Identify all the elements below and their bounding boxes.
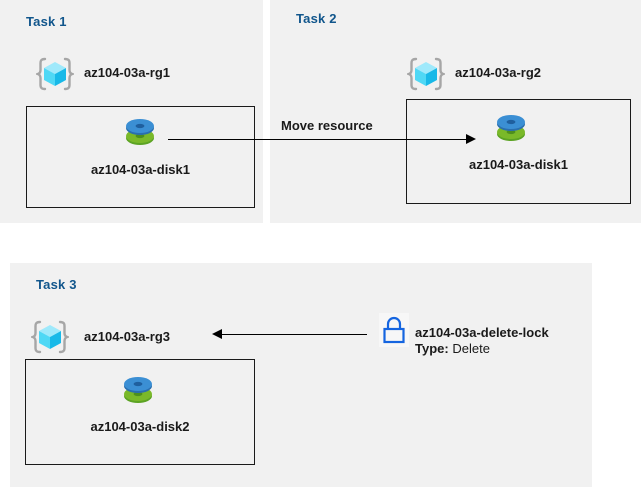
resource-group-label-rg2: az104-03a-rg2 — [455, 65, 541, 80]
task-panel-task3 — [10, 263, 592, 487]
task-title-task2: Task 2 — [296, 11, 337, 26]
resource-group-cube-icon — [29, 318, 71, 356]
delete-lock-arrow-head — [212, 329, 222, 339]
managed-disk-icon — [120, 372, 156, 410]
delete-lock-name: az104-03a-delete-lock — [415, 325, 549, 340]
task-title-task3: Task 3 — [36, 277, 77, 292]
resource-group-container-rg1 — [26, 106, 255, 208]
resource-group-label-rg3: az104-03a-rg3 — [84, 329, 170, 344]
delete-lock-type-row: Type: Delete — [415, 341, 490, 356]
task-panel-task1 — [0, 0, 263, 223]
disk-label-disk1-moved: az104-03a-disk1 — [468, 157, 568, 172]
resource-group-cube-icon — [34, 55, 76, 93]
move-resource-label: Move resource — [281, 118, 373, 133]
resource-group-container-rg2 — [406, 99, 631, 204]
task-panel-task2 — [270, 0, 641, 223]
disk-label-disk2: az104-03a-disk2 — [90, 419, 190, 434]
managed-disk-icon — [122, 114, 158, 152]
resource-group-cube-icon — [405, 55, 447, 93]
padlock-icon — [379, 313, 409, 347]
resource-group-container-rg3 — [25, 359, 255, 465]
move-resource-arrow-line — [168, 139, 468, 140]
managed-disk-icon — [493, 110, 529, 148]
disk-label-disk1: az104-03a-disk1 — [90, 162, 190, 177]
task-title-task1: Task 1 — [26, 14, 67, 29]
delete-lock-arrow-line — [222, 334, 367, 335]
move-resource-arrow-head — [466, 134, 476, 144]
delete-lock-type-value: Delete — [452, 341, 490, 356]
resource-group-label-rg1: az104-03a-rg1 — [84, 65, 170, 80]
delete-lock-type-label: Type: — [415, 341, 449, 356]
